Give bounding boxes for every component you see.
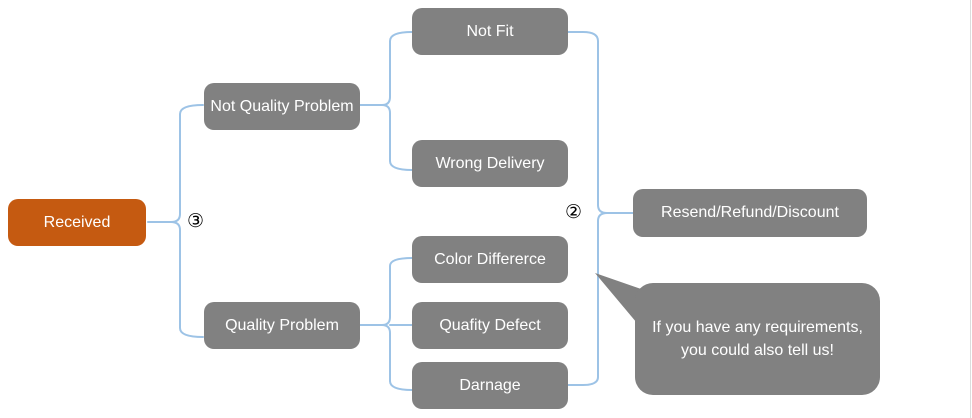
node-quality-defect-label: Quafity Defect	[439, 316, 541, 334]
node-quality-problem-label: Quality Problem	[225, 316, 339, 334]
callout-bubble: If you have any requirements, you could …	[635, 283, 880, 395]
node-color-difference-label: Color Differerce	[434, 250, 546, 268]
node-quality-problem: Quality Problem	[204, 302, 360, 349]
node-color-difference: Color Differerce	[412, 236, 568, 283]
node-resolution: Resend/Refund/Discount	[633, 189, 867, 237]
node-received-label: Received	[43, 213, 111, 231]
branch-label-2: ②	[565, 201, 583, 223]
node-quality-defect: Quafity Defect	[412, 302, 568, 349]
branch-label-3: ③	[187, 210, 205, 232]
node-damage: Darnage	[412, 362, 568, 409]
callout-text: If you have any requirements, you could …	[652, 318, 863, 359]
node-damage-label: Darnage	[459, 376, 521, 394]
node-not-fit: Not Fit	[412, 8, 568, 55]
node-received: Received	[8, 199, 146, 246]
node-not-fit-label: Not Fit	[466, 22, 514, 40]
screenshot-right-edge	[970, 0, 971, 418]
node-not-quality-problem-label: Not Quality Problem	[210, 97, 354, 115]
node-resolution-label: Resend/Refund/Discount	[661, 204, 839, 221]
node-wrong-delivery-label: Wrong Delivery	[435, 154, 545, 172]
node-not-quality-problem: Not Quality Problem	[204, 83, 360, 130]
node-wrong-delivery: Wrong Delivery	[412, 140, 568, 187]
